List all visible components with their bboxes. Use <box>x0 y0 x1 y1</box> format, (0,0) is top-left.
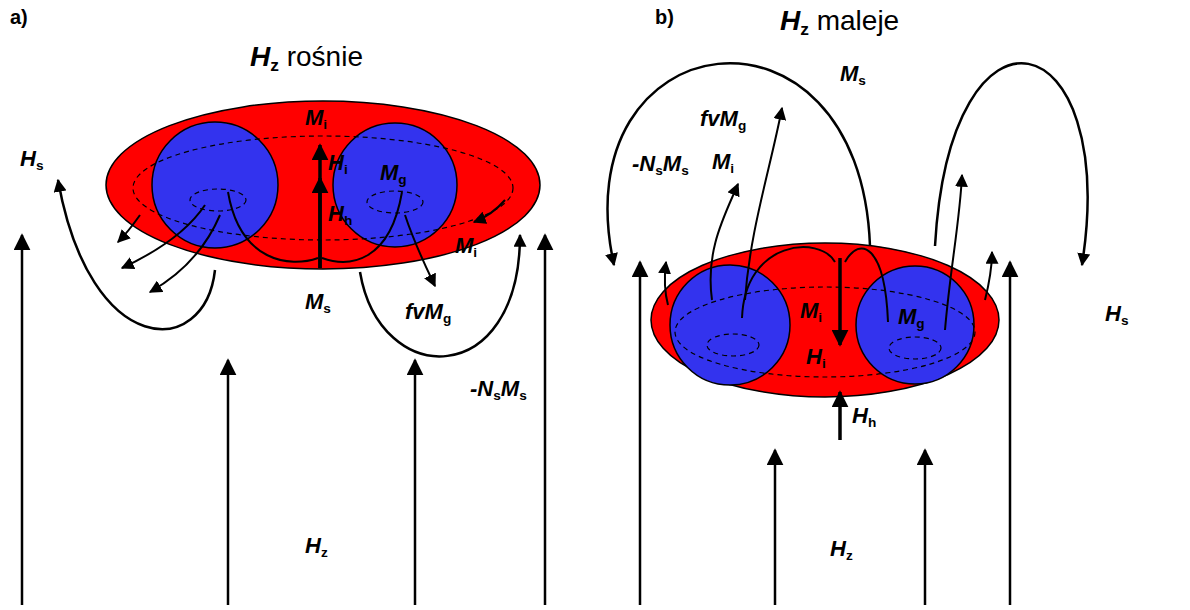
field-symbol: Ms <box>840 60 866 95</box>
panel-letter: a) <box>10 4 28 30</box>
field-symbol: Hz <box>305 532 328 567</box>
field-arrow <box>414 360 417 605</box>
field-symbol: Mg <box>898 304 925 337</box>
field-arrow <box>360 235 520 356</box>
field-symbol: Hh <box>328 200 352 235</box>
field-symbol: -NsMs <box>470 375 527 410</box>
grain-circle <box>670 265 790 385</box>
field-symbol: Mi <box>712 148 734 183</box>
field-symbol: Hs <box>1105 300 1128 335</box>
field-arrow <box>318 145 322 268</box>
grain-region <box>333 123 457 247</box>
field-arrow <box>745 108 782 300</box>
field-arrow <box>58 180 215 329</box>
matrix-ellipse: MiHi Mg <box>650 242 1000 398</box>
field-symbol: Hi <box>328 150 348 183</box>
field-arrow <box>838 258 842 345</box>
matrix-region <box>106 101 540 269</box>
field-arrow <box>711 184 738 300</box>
grain-circle-outline <box>332 122 458 248</box>
field-arrow <box>985 252 992 300</box>
field-arrow <box>405 215 435 286</box>
field-symbol: fvMg <box>700 105 746 140</box>
field-symbol: -NsMs <box>632 150 689 185</box>
field-symbol: Mi <box>305 105 327 138</box>
field-arrow <box>228 192 318 262</box>
field-arrow <box>774 450 777 605</box>
field-arrow <box>945 175 962 330</box>
field-arrow <box>474 200 505 222</box>
field-symbol: Mi <box>455 232 477 267</box>
field-symbol: Hh <box>852 402 876 437</box>
field-arrow <box>665 262 668 305</box>
panel-letter: b) <box>655 4 674 30</box>
field-symbol: Ms <box>305 288 331 323</box>
field-symbol: Hz <box>830 535 853 570</box>
dashed-loop <box>367 191 423 213</box>
field-symbol: fvMg <box>405 298 451 333</box>
dashed-loop <box>707 334 759 356</box>
grain-circle: Mg <box>332 122 458 248</box>
grain-circle: Mg <box>855 265 975 385</box>
field-arrow <box>227 360 230 605</box>
field-symbol: Hi <box>806 344 826 377</box>
dashed-loop <box>675 287 975 377</box>
field-symbol: Hs <box>20 145 43 180</box>
field-arrow <box>318 178 322 268</box>
field-arrow <box>608 63 870 265</box>
field-arrow <box>924 450 927 605</box>
grain-region <box>856 266 974 384</box>
field-arrow <box>544 235 547 605</box>
field-arrow <box>838 392 842 440</box>
matrix-ellipse: MiHiMg <box>105 100 541 270</box>
field-symbol: Mg <box>380 160 407 193</box>
field-arrow <box>118 215 140 242</box>
field-arrow <box>845 248 888 322</box>
field-arrow <box>1009 262 1012 605</box>
dashed-loop <box>889 337 941 359</box>
field-arrow <box>935 63 1088 265</box>
field-arrow <box>21 235 24 605</box>
dashed-loop <box>190 189 246 211</box>
field-arrow <box>150 215 220 292</box>
grain-circle <box>152 122 278 248</box>
panel-title: Hz rośnie <box>250 40 363 82</box>
field-arrow <box>322 192 402 262</box>
panel-title: Hz maleje <box>780 4 899 46</box>
field-arrow <box>639 262 642 605</box>
field-arrow <box>742 247 835 318</box>
field-symbol: Mi <box>800 298 822 331</box>
